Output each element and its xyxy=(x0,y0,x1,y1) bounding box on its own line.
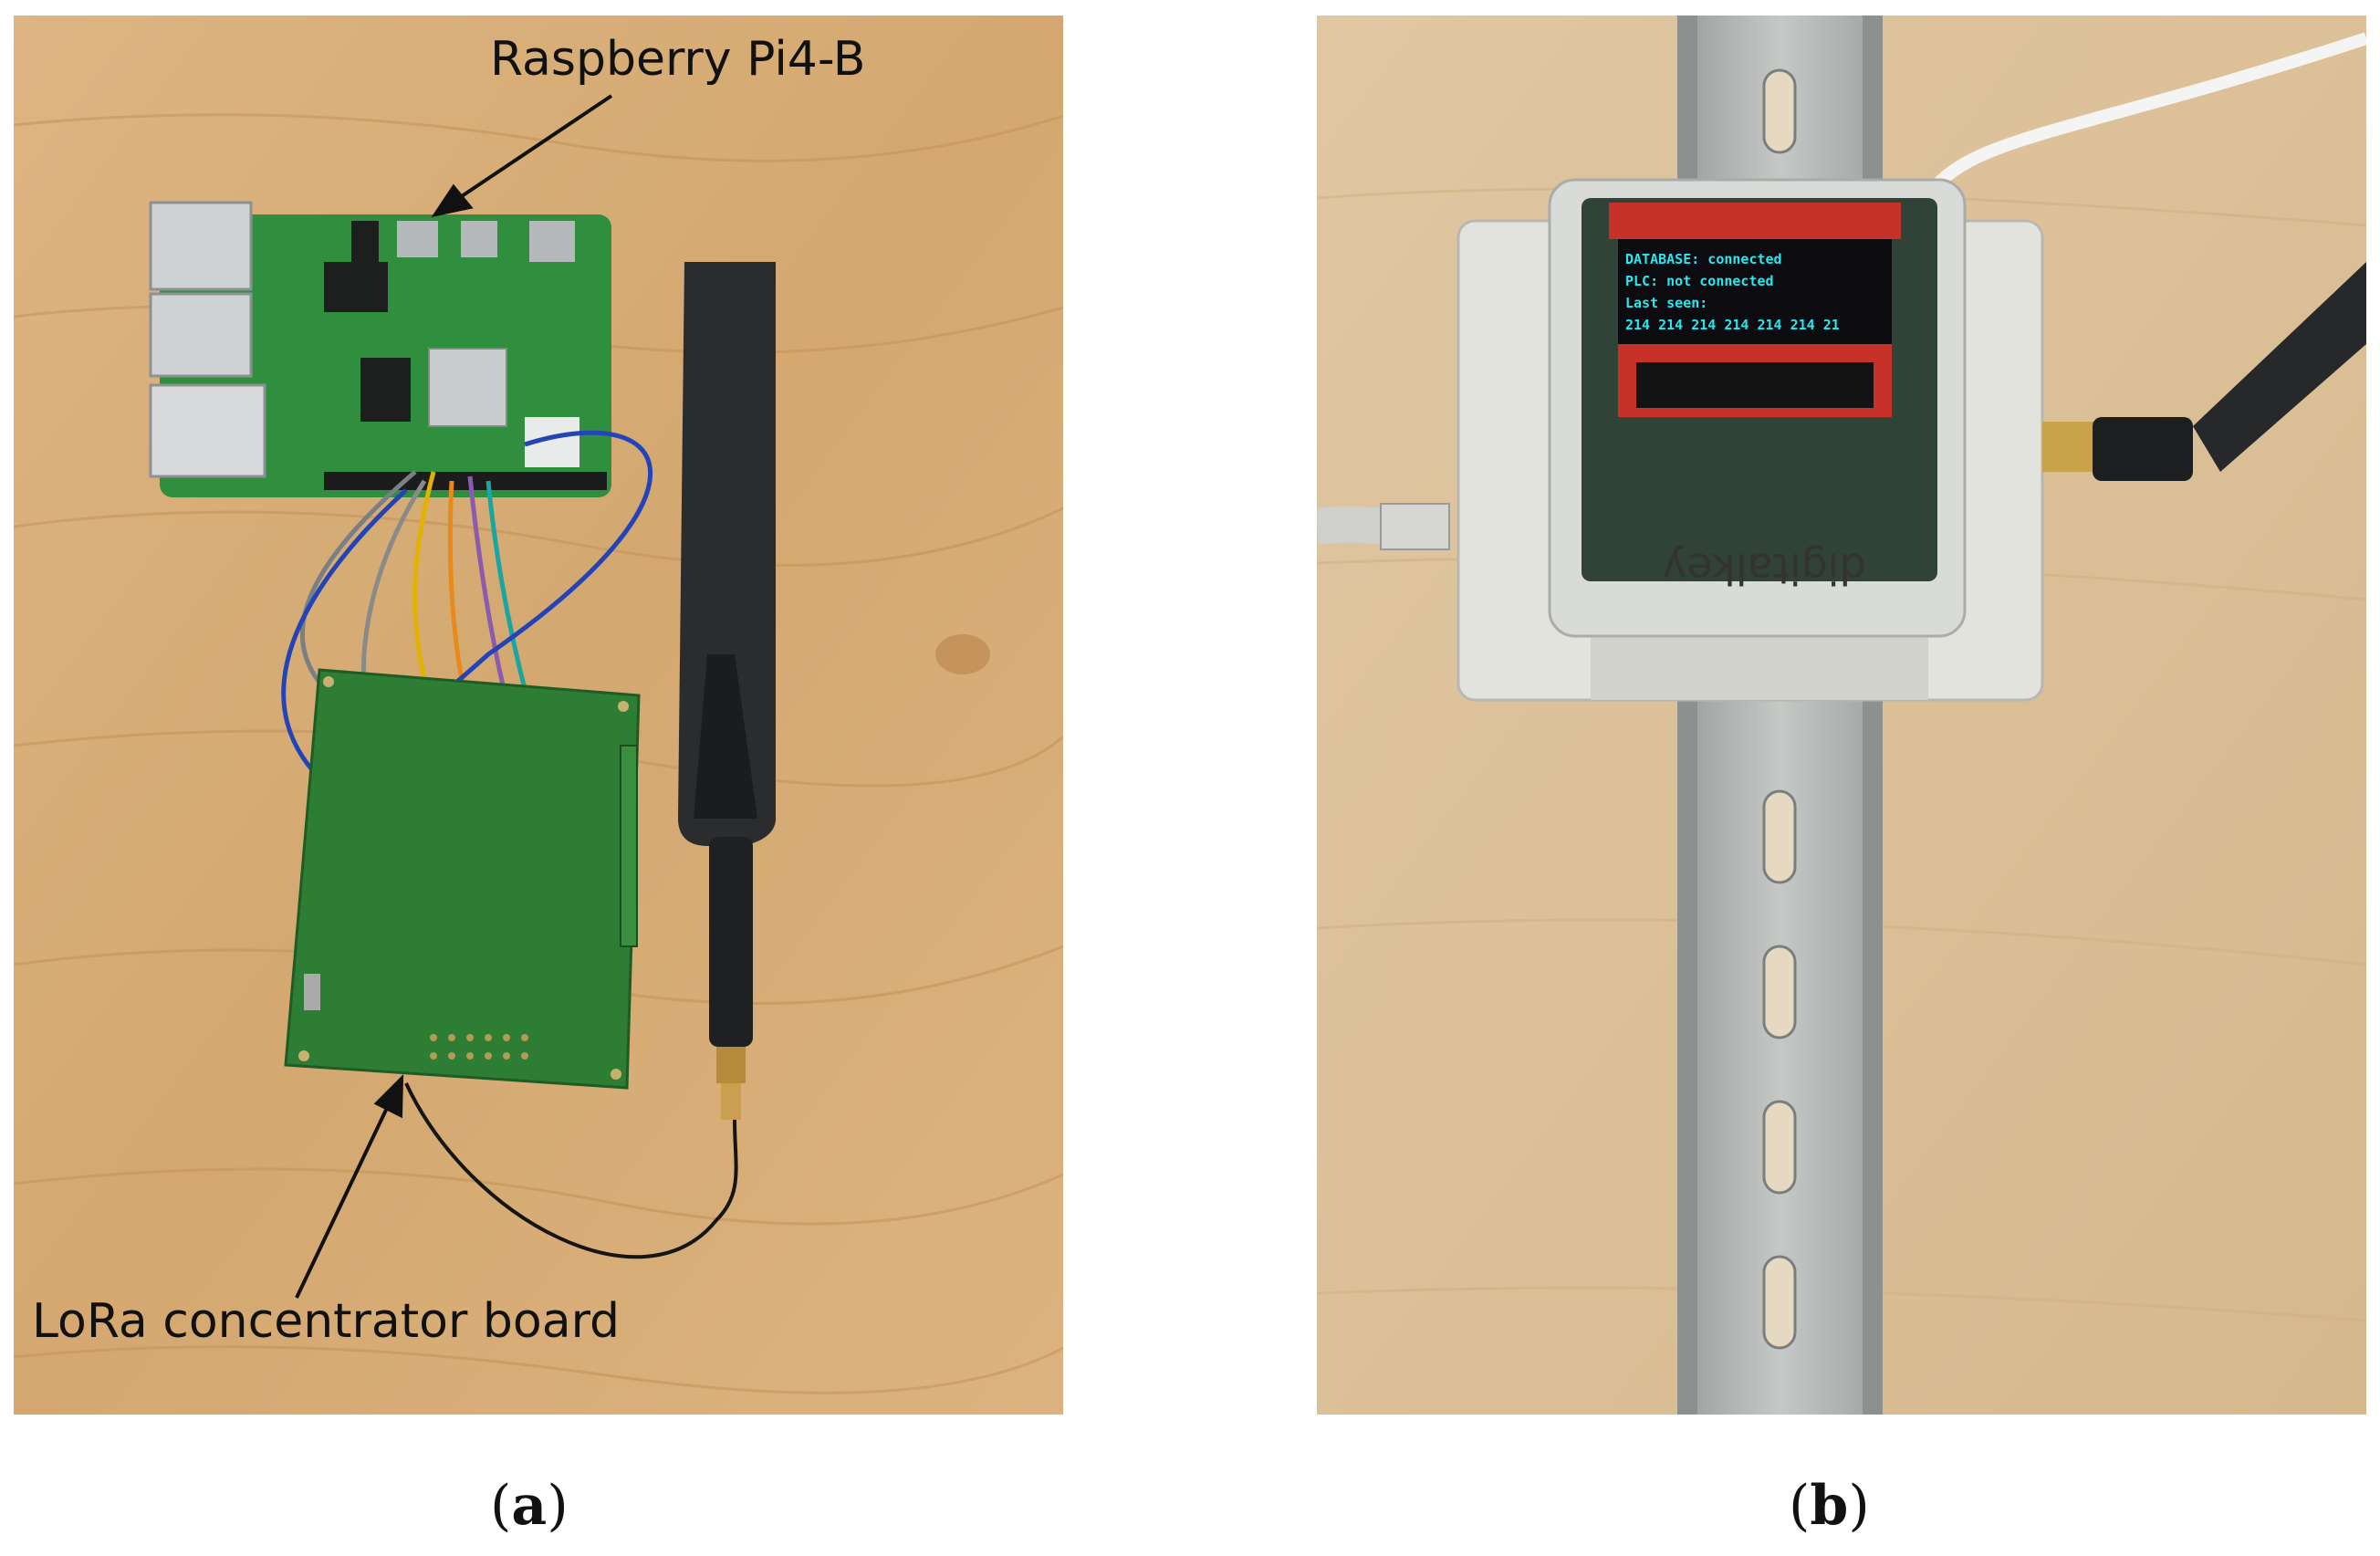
oled-line: Last seen: xyxy=(1625,295,1707,311)
oled-line: DATABASE: connected xyxy=(1625,251,1782,267)
wood-knot xyxy=(935,634,990,674)
raspberry-pi-board xyxy=(149,201,611,497)
lora-board-label: LoRa concentrator board xyxy=(32,1294,621,1349)
lora-concentrator-board xyxy=(284,668,641,1090)
oled-line: PLC: not connected xyxy=(1625,273,1774,289)
photo-panel-a: Raspberry Pi4-B LoRa concentrator board xyxy=(14,16,1063,1415)
caption-a-letter: a xyxy=(511,1474,548,1538)
ethernet-cable xyxy=(1317,503,1450,550)
caption-b: (b) xyxy=(1789,1474,1870,1538)
caption-a: (a) xyxy=(490,1474,569,1538)
caption-b-letter: b xyxy=(1810,1474,1849,1538)
brand-logo-text: digitalkey xyxy=(1662,544,1866,593)
oled-line: 214 214 214 214 214 214 21 xyxy=(1625,317,1840,333)
antenna-pigtail-cable xyxy=(404,1082,738,1259)
callout-arrows xyxy=(295,94,613,1299)
sma-antenna xyxy=(2042,262,2366,481)
raspberry-pi-label: Raspberry Pi4-B xyxy=(490,32,866,87)
antenna xyxy=(678,262,776,1120)
lora-gateway-photo xyxy=(14,16,1063,1415)
